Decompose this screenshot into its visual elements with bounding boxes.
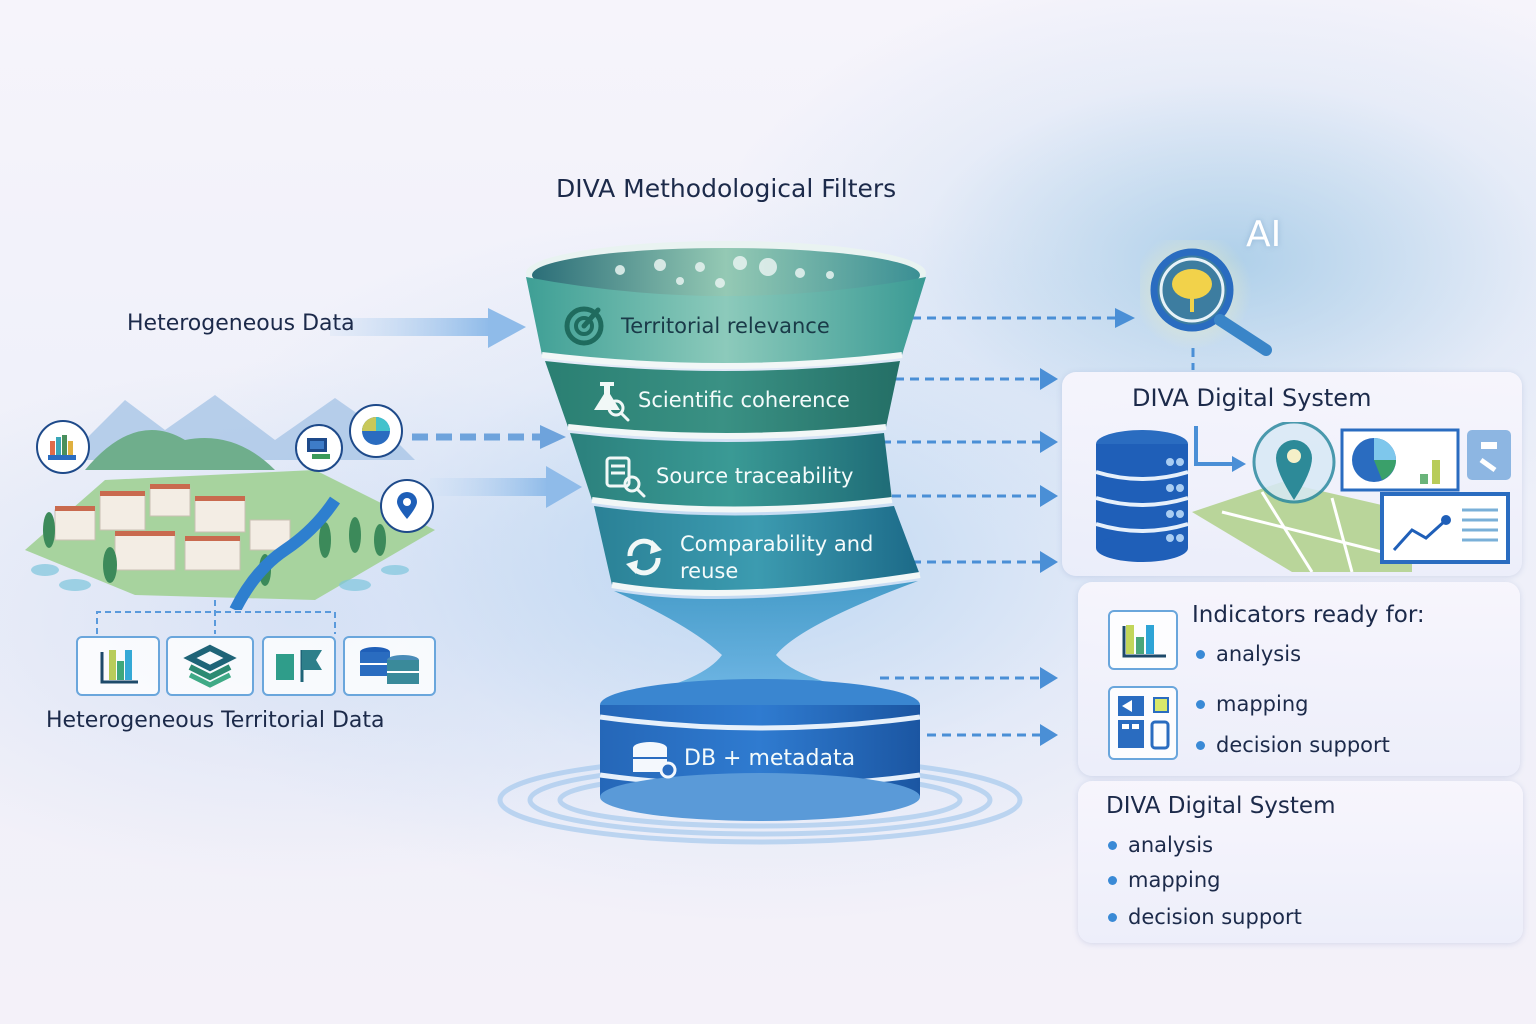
territory-pie-chart-icon (349, 404, 403, 458)
territory-bar-chart-icon (36, 420, 90, 474)
indicators-panel: Indicators ready for: analysis mapping d… (1078, 582, 1520, 776)
diva-system-illustration (1095, 422, 1510, 572)
system-summary-panel: DIVA Digital System analysis mapping dec… (1078, 781, 1523, 943)
summary-item-analysis: analysis (1108, 833, 1213, 857)
diva-system-title: DIVA Digital System (1132, 384, 1372, 412)
indicator-bar-chart-icon (1108, 610, 1178, 670)
data-type-flags-icon (262, 636, 336, 696)
input-arrow-solid (430, 466, 582, 508)
data-type-connector (96, 600, 336, 634)
ai-magnifier-icon (1140, 240, 1272, 356)
ai-label: AI (1246, 214, 1282, 255)
funnel-title: DIVA Methodological Filters (556, 174, 897, 203)
summary-item-decision-support: decision support (1108, 905, 1302, 929)
data-type-database-icon (343, 636, 436, 696)
indicators-title: Indicators ready for: (1192, 602, 1425, 628)
diva-system-panel: DIVA Digital System (1062, 372, 1522, 576)
territory-monitor-icon (295, 424, 343, 472)
heterogeneous-data-label: Heterogeneous Data (127, 311, 355, 336)
indicator-item-analysis: analysis (1196, 642, 1301, 666)
data-type-layers-icon (166, 636, 254, 696)
flask-search-icon (594, 382, 630, 422)
refresh-icon (626, 538, 662, 576)
summary-item-mapping: mapping (1108, 868, 1220, 892)
input-arrow-dashed (412, 425, 566, 449)
heterogeneous-territorial-data-label: Heterogeneous Territorial Data (46, 708, 385, 733)
indicator-item-mapping: mapping (1196, 692, 1308, 716)
indicator-dashboard-icon (1108, 686, 1178, 760)
document-search-icon (605, 456, 646, 498)
system-summary-title: DIVA Digital System (1106, 793, 1336, 819)
database-icon (633, 742, 677, 779)
territory-illustration (25, 395, 435, 610)
target-icon (564, 306, 604, 346)
tools-icon (1467, 430, 1511, 480)
funnel-graphic (526, 241, 926, 821)
input-arrow-top (330, 308, 526, 348)
indicator-item-decision-support: decision support (1196, 733, 1390, 757)
data-type-bar-chart-icon (76, 636, 160, 696)
territory-location-pin-icon (380, 479, 434, 533)
database-stack-icon (1095, 430, 1189, 562)
